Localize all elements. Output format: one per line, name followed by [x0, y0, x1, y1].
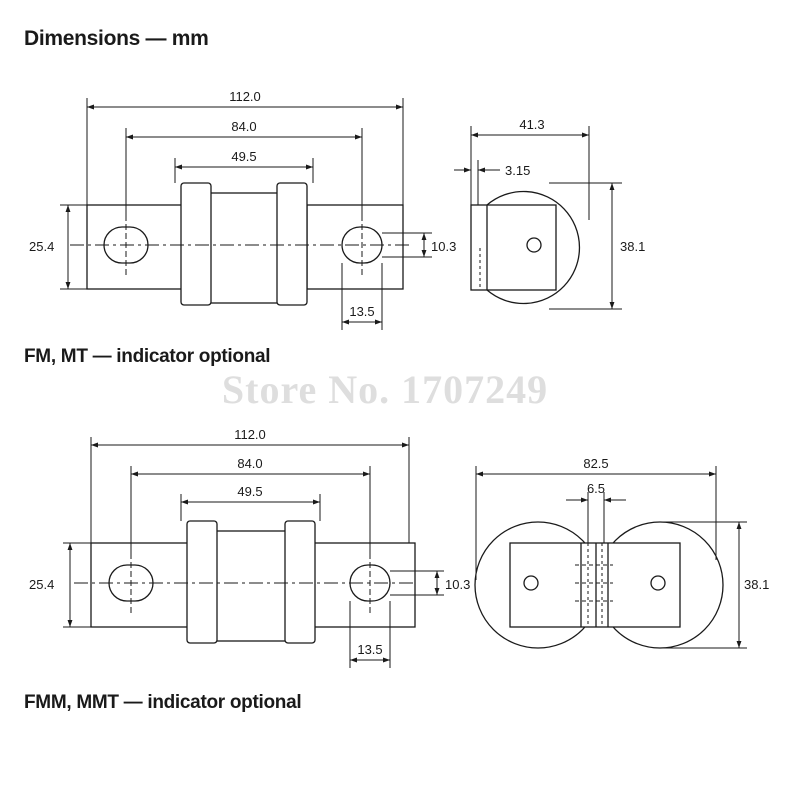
fmm-gap-label: 6.5 [587, 481, 605, 496]
fmm-side-view [63, 437, 444, 668]
store-watermark: Store No. 1707249 [221, 367, 549, 412]
left-end-hole [523, 575, 539, 591]
right-end-cap [276, 182, 308, 306]
fmm-diameter-label: 38.1 [744, 577, 769, 592]
fmm-tag-width-label: 25.4 [29, 577, 54, 592]
end-hole [526, 237, 542, 253]
right-tag [306, 204, 404, 290]
fm-diameter-label: 38.1 [620, 239, 645, 254]
fm-tag-width-label: 25.4 [29, 239, 54, 254]
fuse-body [207, 192, 279, 304]
fm-body-length-label: 49.5 [231, 149, 256, 164]
right-tag [312, 542, 416, 628]
fm-side-view [60, 98, 432, 330]
fmm-body-length-label: 49.5 [237, 484, 262, 499]
fm-slot-to-end-label: 13.5 [349, 304, 374, 319]
left-end-cap [186, 520, 218, 644]
fmm-overall-length-label: 112.0 [234, 427, 266, 442]
end-tags [509, 542, 681, 628]
fm-hole-spacing-label: 84.0 [231, 119, 256, 134]
left-tag [90, 542, 192, 628]
fm-end-view [454, 126, 622, 310]
fm-overall-length-label: 112.0 [229, 89, 261, 104]
fmm-slot-width-label: 10.3 [445, 577, 470, 592]
right-end-cap [284, 520, 316, 644]
fmm-overall-width-label: 82.5 [583, 456, 608, 471]
fm-tag-thickness-label: 3.15 [505, 163, 530, 178]
left-tag [86, 204, 186, 290]
page-title: Dimensions — mm [24, 27, 209, 50]
fuse-body [214, 530, 288, 642]
fmm-end-view [474, 466, 747, 649]
fm-slot-width-label: 10.3 [431, 239, 456, 254]
end-tag [470, 204, 557, 291]
fmm-hole-spacing-label: 84.0 [237, 456, 262, 471]
fm-depth-label: 41.3 [519, 117, 544, 132]
right-end-hole [650, 575, 666, 591]
fm-caption: FM, MT — indicator optional [24, 346, 271, 367]
fmm-caption: FMM, MMT — indicator optional [24, 692, 302, 713]
fmm-slot-to-end-label: 13.5 [357, 642, 382, 657]
left-end-cap [180, 182, 212, 306]
